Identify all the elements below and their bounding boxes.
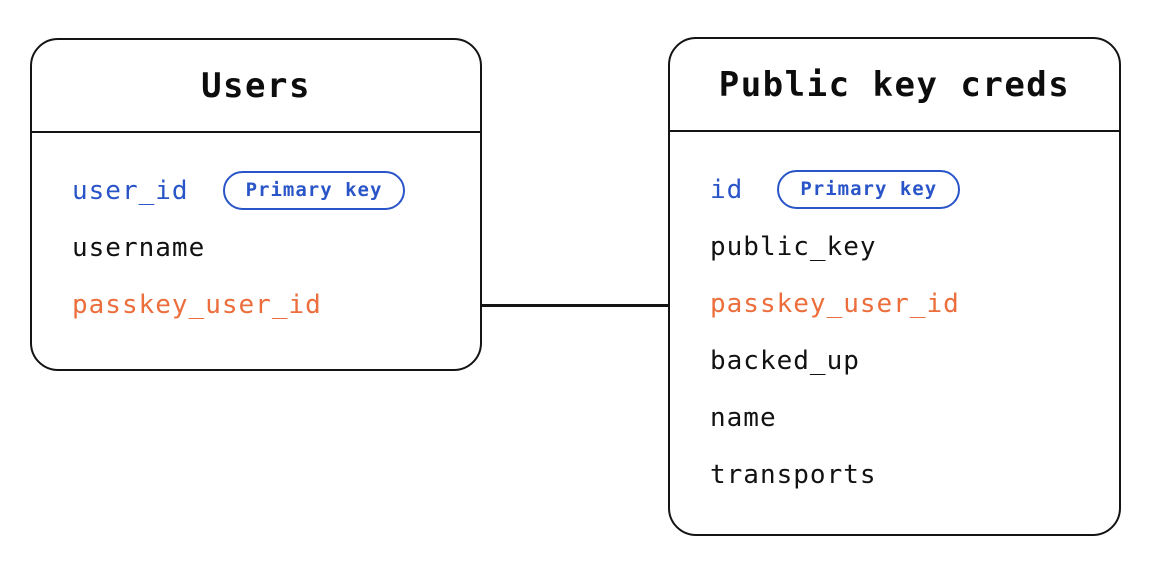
field-name-passkey-user-id: passkey_user_id: [72, 289, 322, 320]
table-public-key-creds-title: Public key creds: [670, 39, 1119, 132]
field-row-passkey-user-id: passkey_user_id: [710, 275, 1119, 332]
field-row-name: name: [710, 389, 1119, 446]
field-name-id: id: [710, 174, 744, 205]
relationship-connector-line: [480, 304, 670, 307]
field-name-passkey-user-id: passkey_user_id: [710, 288, 960, 319]
field-name-public-key: public_key: [710, 231, 877, 262]
table-users: Users user_id Primary key username passk…: [30, 38, 482, 371]
field-name-backed-up: backed_up: [710, 345, 860, 376]
field-row-username: username: [72, 219, 480, 276]
field-name-user-id: user_id: [72, 175, 189, 206]
primary-key-badge: Primary key: [777, 170, 961, 209]
field-name-transports: transports: [710, 459, 877, 490]
field-row-transports: transports: [710, 446, 1119, 503]
field-row-backed-up: backed_up: [710, 332, 1119, 389]
field-row-passkey-user-id: passkey_user_id: [72, 276, 480, 333]
table-public-key-creds: Public key creds id Primary key public_k…: [668, 37, 1121, 536]
field-row-id: id Primary key: [710, 161, 1119, 218]
field-row-user-id: user_id Primary key: [72, 162, 480, 219]
table-users-fields: user_id Primary key username passkey_use…: [32, 133, 480, 333]
field-name-username: username: [72, 232, 206, 263]
primary-key-badge: Primary key: [222, 171, 406, 210]
field-row-public-key: public_key: [710, 218, 1119, 275]
table-users-title: Users: [32, 40, 480, 133]
table-public-key-creds-fields: id Primary key public_key passkey_user_i…: [670, 132, 1119, 503]
field-name-name: name: [710, 402, 777, 433]
